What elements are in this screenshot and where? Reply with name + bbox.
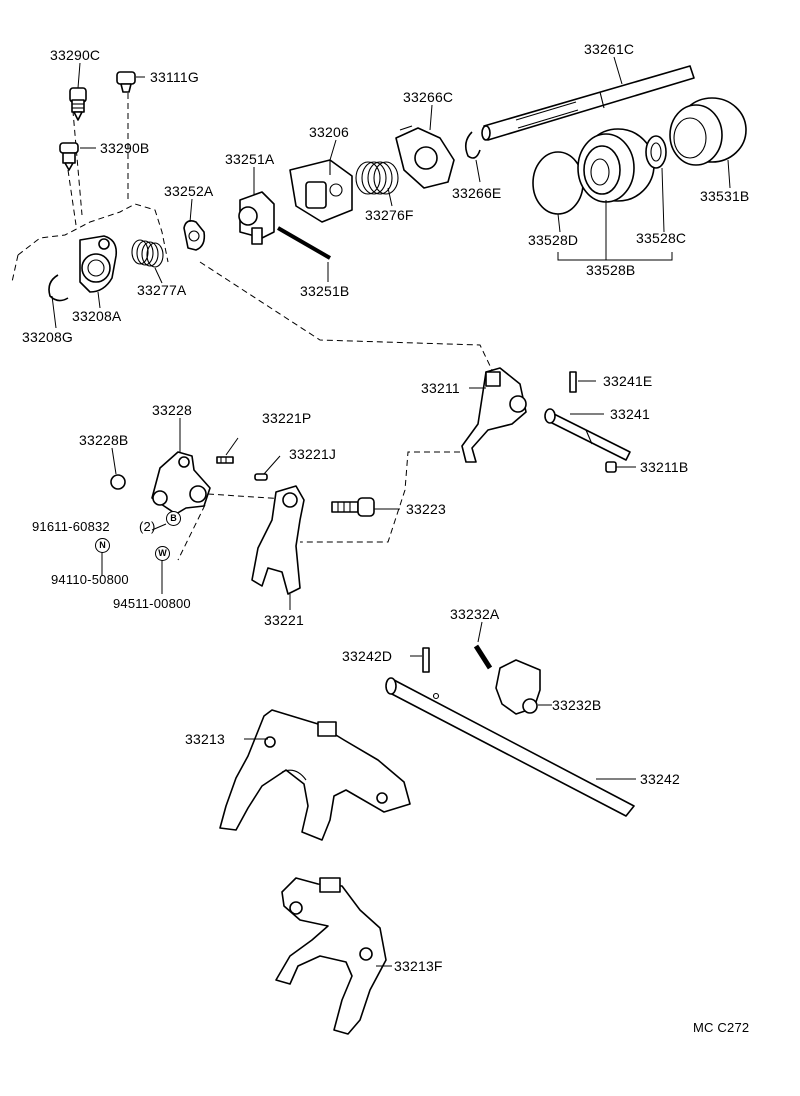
label-33111G: 33111G	[150, 69, 199, 85]
part-33251A	[238, 191, 275, 245]
part-33241E	[569, 371, 577, 393]
part-33208A	[79, 235, 118, 293]
part-33531B	[669, 97, 747, 166]
part-33276F	[355, 161, 399, 195]
part-33221J	[254, 473, 268, 481]
part-33111G	[116, 71, 136, 93]
label-33211: 33211	[421, 380, 460, 396]
label-33223: 33223	[406, 501, 446, 517]
label-33252A: 33252A	[164, 183, 214, 199]
label-33266E: 33266E	[452, 185, 502, 201]
label-33266C: 33266C	[403, 89, 454, 105]
label-33277A: 33277A	[137, 282, 187, 298]
part-33528C	[645, 135, 667, 169]
marker-N: N	[95, 538, 110, 553]
part-33221	[251, 485, 305, 595]
label-33232A: 33232A	[450, 606, 500, 622]
part-33261C	[481, 65, 695, 141]
part-33211B	[605, 461, 617, 473]
label-33221: 33221	[264, 612, 304, 628]
label-33531B: 33531B	[700, 188, 750, 204]
part-33251B	[277, 226, 331, 260]
part-33211	[461, 367, 527, 463]
label-33290C: 33290C	[50, 47, 101, 63]
part-33208G	[48, 274, 69, 302]
label-33208G: 33208G	[22, 329, 74, 345]
part-33528D	[532, 151, 584, 215]
label-33221J: 33221J	[289, 446, 337, 462]
part-33241	[544, 408, 631, 461]
part-33213	[219, 709, 411, 841]
label-33528D: 33528D	[528, 232, 579, 248]
label-33213: 33213	[185, 731, 225, 747]
label-33208A: 33208A	[72, 308, 122, 324]
part-33277A	[131, 239, 164, 268]
label-33242D: 33242D	[342, 648, 393, 664]
label-91611-60832: 91611-60832	[32, 519, 110, 534]
label-33251A: 33251A	[225, 151, 275, 167]
label-33241: 33241	[610, 406, 650, 422]
label-33242: 33242	[640, 771, 680, 787]
marker-B: B	[166, 511, 181, 526]
label-33528B: 33528B	[586, 262, 636, 278]
label-33241E: 33241E	[603, 373, 653, 389]
part-33528B	[577, 128, 655, 203]
part-33290B	[59, 142, 79, 171]
label-33221P: 33221P	[262, 410, 312, 426]
diagram-code: MC C272	[693, 1020, 750, 1035]
label-33213F: 33213F	[394, 958, 443, 974]
label-33528C: 33528C	[636, 230, 687, 246]
part-33213F	[275, 877, 387, 1035]
part-33223	[331, 497, 375, 517]
part-33228B	[110, 474, 126, 490]
part-33232B	[495, 659, 541, 715]
label-94511-00800: 94511-00800	[113, 596, 191, 611]
label-33228: 33228	[152, 402, 192, 418]
label-33261C: 33261C	[584, 41, 635, 57]
marker-W: W	[155, 546, 170, 561]
label-33228B: 33228B	[79, 432, 129, 448]
part-33206	[289, 159, 353, 223]
part-33266C	[395, 125, 455, 189]
part-33266E	[464, 131, 481, 159]
label-94110-50800: 94110-50800	[51, 572, 129, 587]
part-33228	[151, 451, 211, 515]
label-33251B: 33251B	[300, 283, 350, 299]
label-qty-2: (2)	[139, 519, 156, 534]
part-33221P	[216, 456, 234, 464]
part-33242	[385, 677, 635, 817]
label-33211B: 33211B	[640, 459, 689, 475]
part-33242D	[422, 647, 430, 673]
part-33232A	[473, 644, 493, 670]
part-33290C	[69, 87, 87, 121]
label-33206: 33206	[309, 124, 349, 140]
label-33276F: 33276F	[365, 207, 414, 223]
label-33290B: 33290B	[100, 140, 150, 156]
part-33252A	[183, 220, 206, 251]
label-33232B: 33232B	[552, 697, 602, 713]
